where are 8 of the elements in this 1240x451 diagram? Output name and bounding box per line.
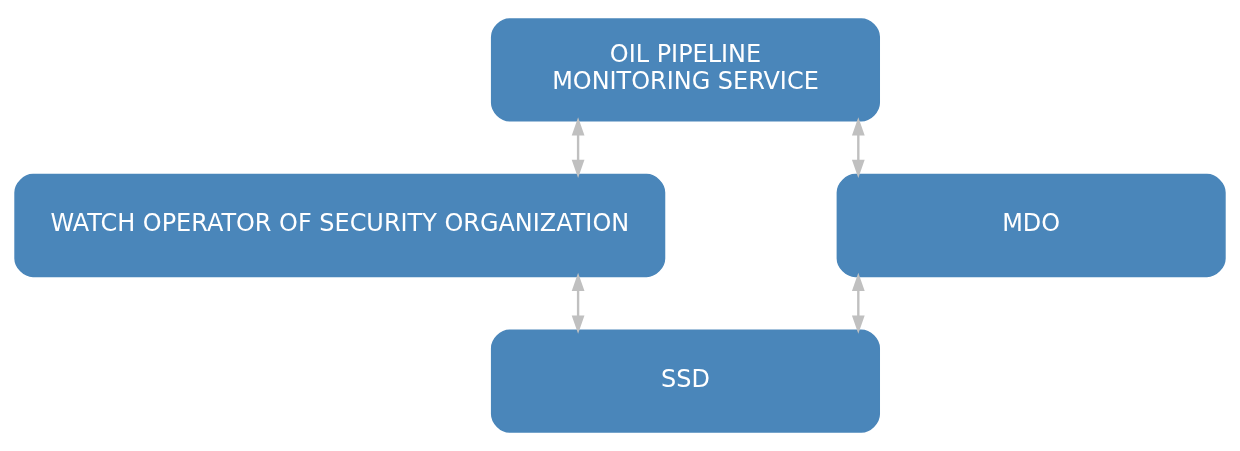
node-box: WATCH OPERATOR OF SECURITY ORGANIZATION [14, 173, 666, 278]
node-box: MDO [836, 173, 1226, 278]
arrow [851, 117, 865, 179]
arrow [571, 117, 585, 179]
arrow [851, 272, 865, 334]
arrow [571, 272, 585, 334]
node-box: OIL PIPELINE MONITORING SERVICE [490, 18, 880, 122]
node-box: SSD [490, 329, 880, 433]
